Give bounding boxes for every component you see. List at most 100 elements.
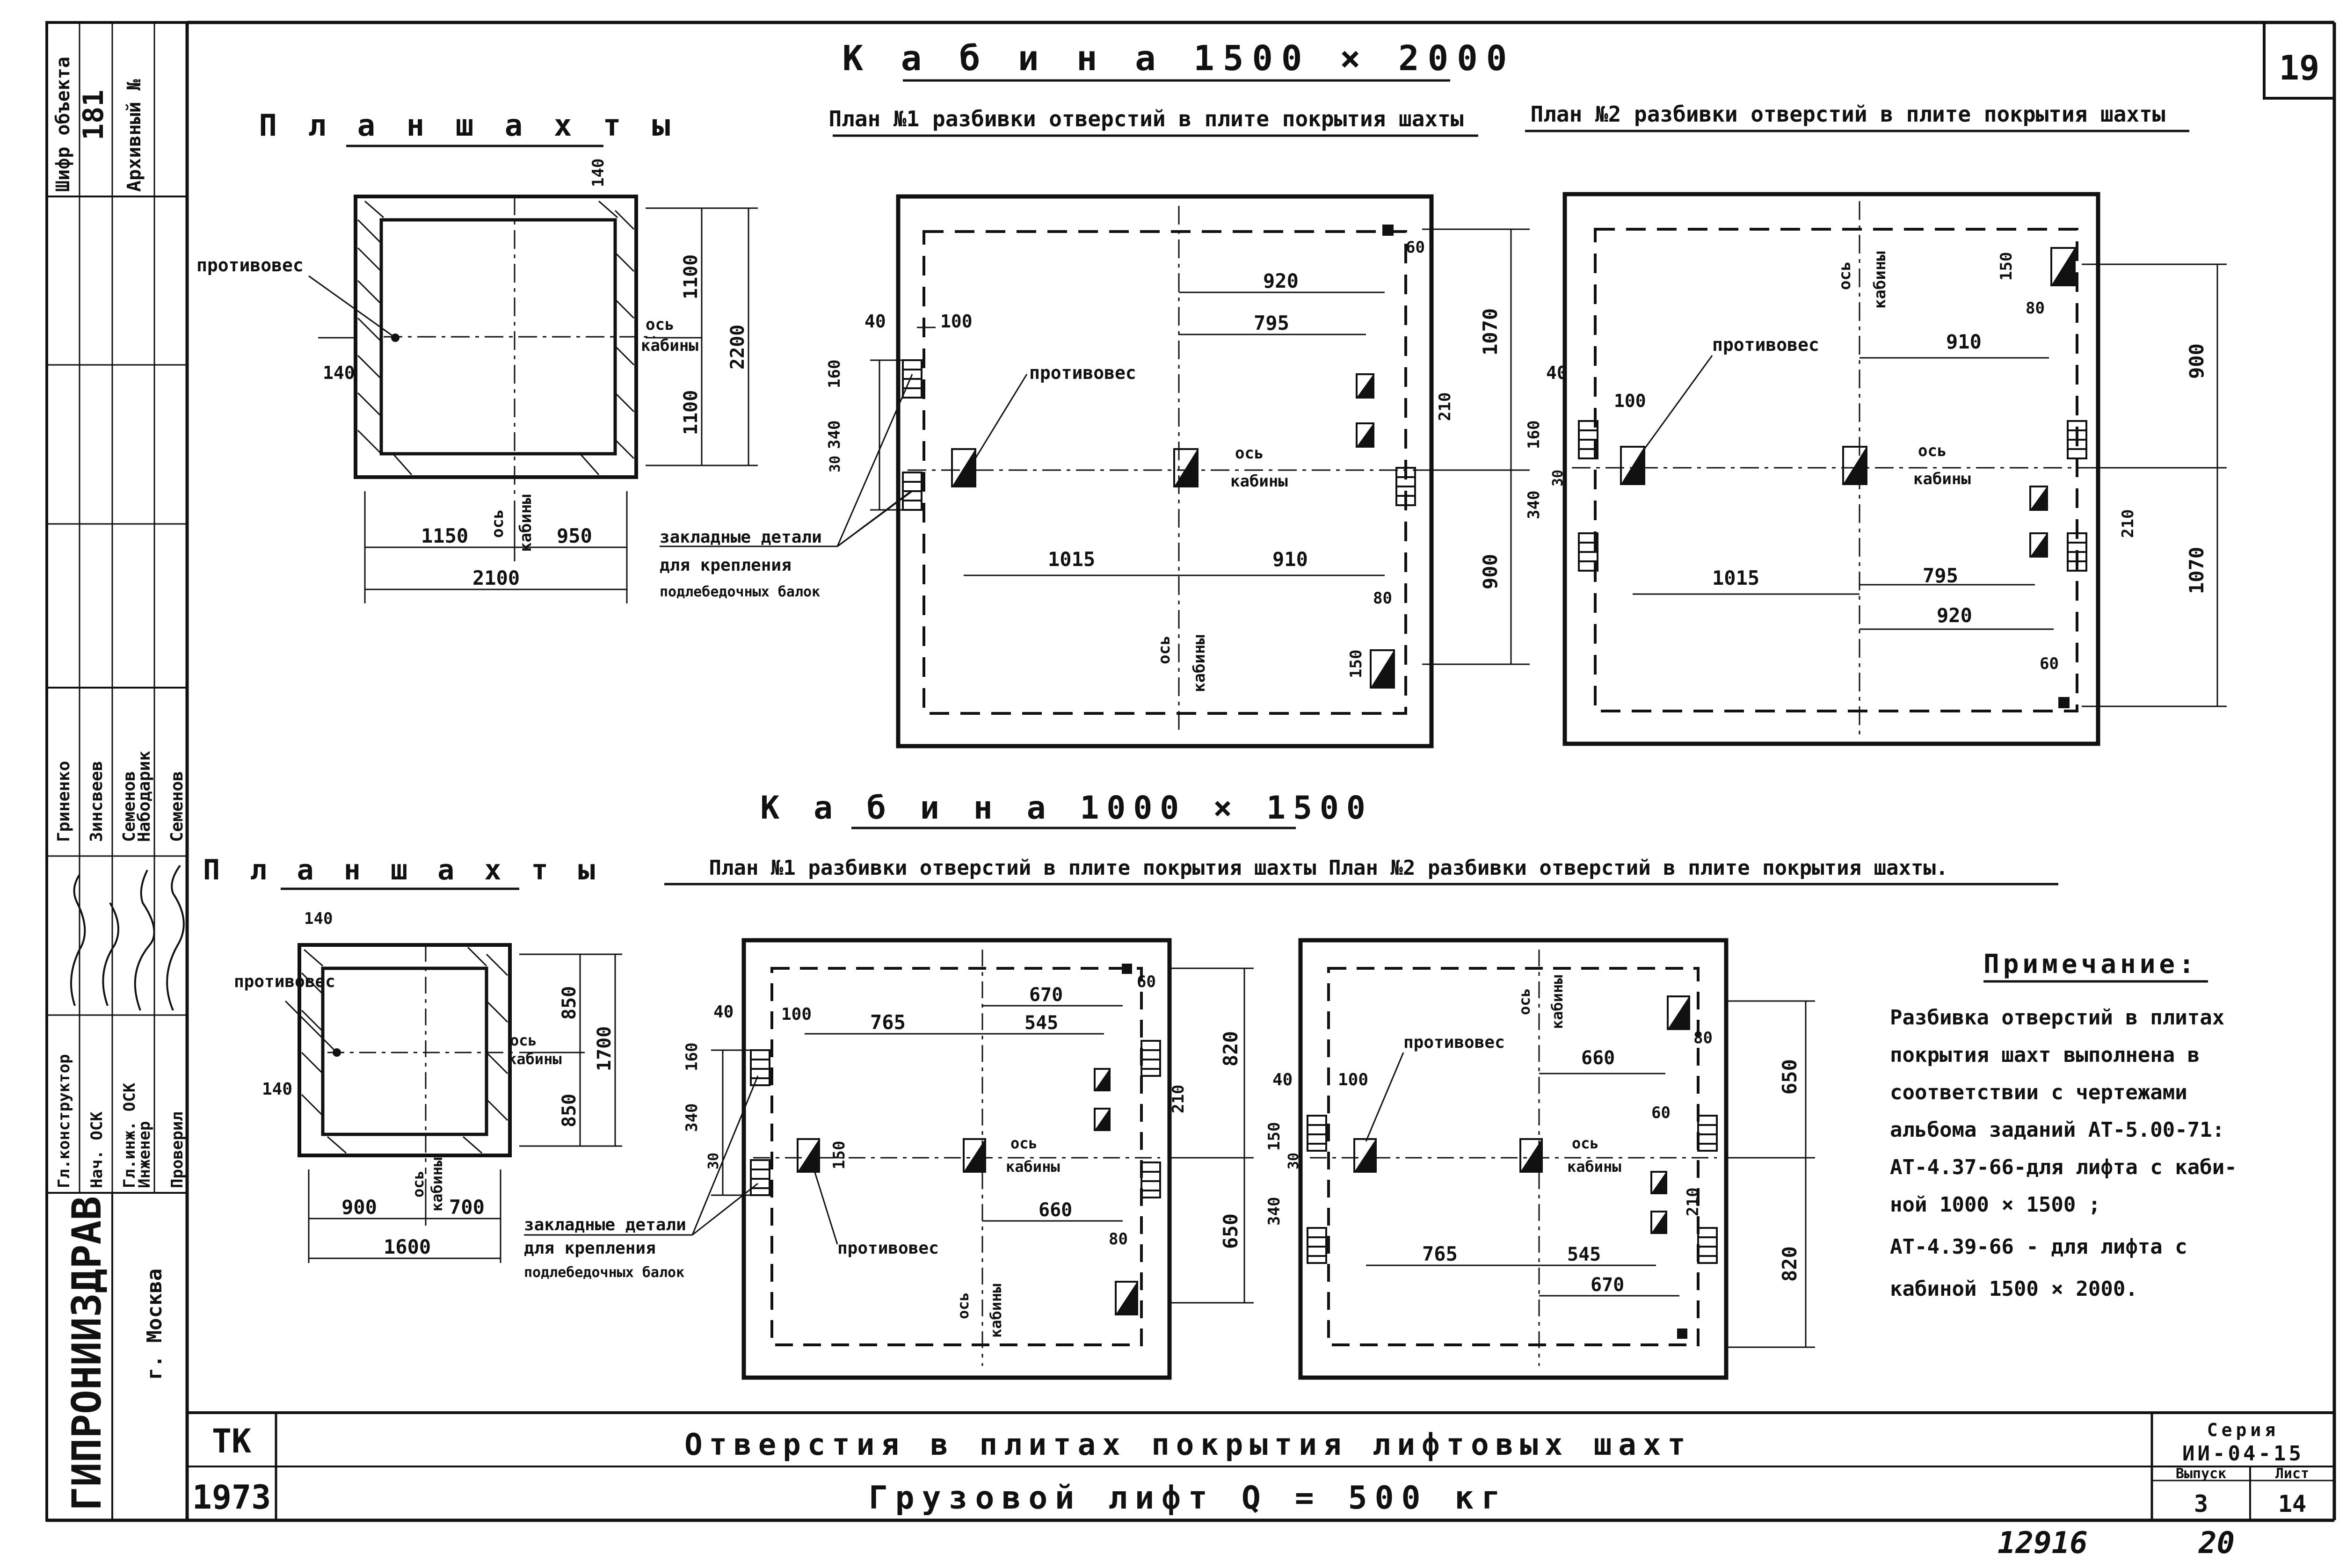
top-p2-d160: 160 [1525, 421, 1543, 449]
top-p1-d160: 160 [825, 360, 844, 388]
role-3: Гл.инж. ОСК [120, 1082, 139, 1188]
top-p2-axis-v-2: кабины [1871, 251, 1889, 309]
bot-p1-d30: 30 [705, 1153, 722, 1169]
tb-year: 1973 [192, 1478, 271, 1517]
top-p1-axis-2: кабины [1230, 472, 1288, 491]
bot-shaft-d850a: 850 [559, 986, 580, 1020]
top-p2-holes [1620, 247, 2076, 708]
bot-p2-d660: 660 [1581, 1047, 1615, 1069]
top-p2-d1070: 1070 [2185, 547, 2208, 594]
footer-archive-number: 12916 [1998, 1526, 2088, 1561]
bot-p2-d210: 210 [1684, 1188, 1702, 1216]
top-p1-axis-1: ось [1235, 444, 1264, 463]
bot-p1-d150: 150 [830, 1141, 849, 1169]
top-shaft-plan-title: П л а н ш а х т ы [259, 109, 676, 143]
bot-p1-d340: 340 [683, 1103, 701, 1132]
top-p1-d910: 910 [1272, 548, 1308, 571]
tb-issue-label: Выпуск [2176, 1466, 2226, 1482]
bot-p2-d545: 545 [1567, 1244, 1601, 1265]
top-plan-1: 920 795 40 100 160 340 30 1015 910 1070 … [825, 194, 1530, 748]
archive-label: Архивный № [123, 79, 145, 192]
cipher-label: Шифр объекта [52, 57, 74, 192]
top-shaft-axis-v-2: кабины [516, 494, 535, 552]
top-shaft-d2100: 2100 [472, 566, 520, 589]
top-p2-d40: 40 [1546, 363, 1568, 383]
top-p1-d795: 795 [1254, 312, 1289, 334]
top-shaft-plan: противовес ось кабины ось кабины 140 140… [196, 159, 758, 603]
top-shaft-counterweight-label: противовес [196, 255, 304, 276]
sheet-number: 19 [2279, 48, 2320, 87]
org-name: ГИПРОНИИЗДРАВ [64, 1196, 110, 1511]
bot-p1-d160: 160 [683, 1043, 701, 1071]
bot-shaft-d140a: 140 [304, 909, 333, 928]
cipher-value: 181 [77, 90, 110, 140]
top-shaft-axis-label-1: ось [646, 315, 674, 334]
top-shaft-d1150: 1150 [421, 524, 468, 547]
top-p2-embedded [1578, 420, 2087, 572]
bottom-plan-2: 660 650 765 545 670 820 340 150 30 210 4… [1265, 938, 1815, 1380]
top-p1-d1015: 1015 [1048, 548, 1095, 571]
top-p1-d60: 60 [1406, 238, 1425, 257]
bottom-embedded-callout: закладные детали для крепления подлебедо… [524, 1075, 759, 1281]
bot-embedded-1: закладные детали [524, 1215, 686, 1234]
signature-3 [134, 870, 155, 1011]
top-p1-d40: 40 [864, 311, 886, 332]
bot-p2-axis-2: кабины [1567, 1158, 1621, 1176]
tb-title-2: Грузовой лифт Q = 500 кг [869, 1480, 1508, 1517]
bot-embedded-3: подлебедочных балок [524, 1264, 684, 1281]
tb-series-value: ИИ-04-15 [2182, 1442, 2304, 1466]
top-cabin-title: К а б и н а 1500 × 2000 [843, 38, 1516, 79]
bottom-plans-title: План №1 разбивки отверстий в плите покры… [709, 856, 1948, 880]
note-line-4: альбома заданий АТ-5.00-71: [1890, 1118, 2224, 1142]
top-embedded-2: для крепления [660, 556, 792, 575]
bot-p2-d820: 820 [1778, 1246, 1801, 1282]
top-p2-d920: 920 [1937, 604, 1972, 627]
bot-p1-d40: 40 [713, 1002, 734, 1022]
bot-p1-d100: 100 [781, 1005, 812, 1024]
bot-p1-d670: 670 [1029, 984, 1063, 1006]
top-p1-d210: 210 [1436, 392, 1454, 421]
top-p2-d900: 900 [2185, 343, 2208, 379]
note-title: Примечание: [1983, 949, 2198, 980]
bot-p2-d340: 340 [1265, 1197, 1284, 1226]
bottom-shaft-plan-title: П л а н ш а х т ы [203, 854, 602, 886]
bot-p1-axis-v-2: кабины [987, 1284, 1005, 1338]
left-sidebar: Шифр объекта 181 Архивный № Гл.конструкт… [45, 21, 189, 1522]
bottom-cabin-title: К а б и н а 1000 × 1500 [760, 790, 1373, 827]
bot-p1-d660: 660 [1039, 1199, 1072, 1221]
role-4: Инженер [135, 1121, 154, 1188]
top-shaft-d2200: 2200 [727, 325, 748, 370]
bot-p1-d765: 765 [870, 1011, 906, 1034]
top-p1-d100: 100 [940, 311, 973, 332]
top-p2-d150: 150 [1997, 252, 2016, 281]
tb-title-1: Отверстия в плитах покрытия лифтовых шах… [684, 1428, 1692, 1462]
bot-p2-d40: 40 [1272, 1070, 1293, 1089]
bot-p1-d60: 60 [1137, 973, 1156, 991]
bot-shaft-axis-1: ось [510, 1031, 537, 1049]
top-shaft-d140b: 140 [323, 363, 355, 383]
note-line-7: АТ-4.39-66 - для лифта с [1890, 1235, 2187, 1259]
top-p1-axis-v-1: ось [1155, 636, 1174, 664]
top-embedded-1: закладные детали [660, 528, 822, 547]
tb-series-label: Серия [2207, 1420, 2279, 1440]
bot-p2-d100: 100 [1338, 1070, 1368, 1089]
name-4: Набодарик [135, 751, 154, 842]
bot-p2-d80: 80 [1693, 1029, 1713, 1047]
bot-p1-axis-v-1: ось [954, 1292, 972, 1319]
signature-2 [102, 902, 119, 1006]
bot-p1-d80: 80 [1109, 1230, 1128, 1249]
bot-p1-counterweight: противовес [837, 1239, 939, 1258]
note-line-1: Разбивка отверстий в плитах [1890, 1006, 2224, 1030]
top-p1-d150: 150 [1347, 650, 1366, 678]
top-p2-d1015: 1015 [1712, 566, 1759, 589]
top-shaft-axis-label-2: кабины [641, 336, 698, 355]
signature-4 [166, 864, 185, 1011]
top-headings: К а б и н а 1500 × 2000 П л а н ш а х т … [259, 38, 2189, 147]
bot-p1-axis-1: ось [1010, 1134, 1038, 1152]
top-embedded-callout: закладные детали для крепления подлебедо… [660, 374, 913, 600]
top-p2-d795: 795 [1923, 564, 1958, 587]
top-p2-d340: 340 [1525, 491, 1543, 519]
note-block: Примечание: Разбивка отверстий в плитах … [1890, 949, 2237, 1301]
top-p2-axis-1: ось [1918, 442, 1947, 460]
bot-p2-d60: 60 [1651, 1103, 1671, 1122]
